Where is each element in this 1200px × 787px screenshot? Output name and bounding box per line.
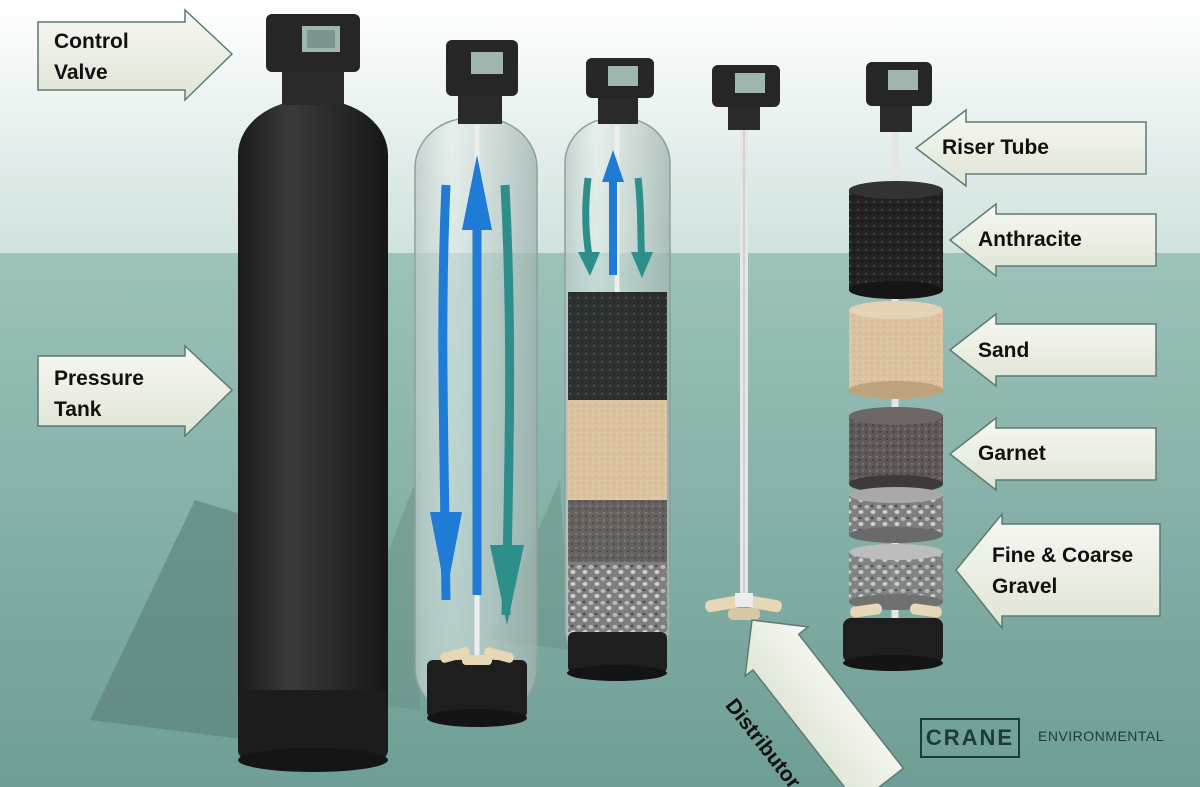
- callout-control-valve: [37, 8, 234, 102]
- label-anthracite: Anthracite: [978, 228, 1082, 251]
- label-riser-tube: Riser Tube: [942, 136, 1049, 159]
- exploded-media-stack: [843, 132, 943, 671]
- label-control-valve: Control Valve: [54, 30, 129, 84]
- brand-logo-subtitle: ENVIRONMENTAL: [1038, 728, 1165, 744]
- control-valve-head: [586, 58, 654, 124]
- riser-assembly: [705, 130, 782, 620]
- flow-arrow-head: [430, 512, 462, 595]
- pressure-tank: [238, 100, 388, 772]
- flow-arrow-head: [578, 252, 600, 276]
- callout-sand: [948, 312, 1157, 388]
- flow-arrow-head: [631, 252, 653, 278]
- callout-riser-tube: [914, 108, 1147, 188]
- flow-arrow-down: [634, 177, 646, 263]
- media-tank: [564, 117, 671, 681]
- callout-distributor: [744, 619, 905, 787]
- label-gravel: Fine & Coarse Gravel: [992, 544, 1134, 598]
- control-valve-head: [866, 62, 932, 132]
- flow-arrow-head: [490, 545, 524, 625]
- label-pressure-tank: Pressure Tank: [54, 367, 144, 421]
- flow-arrow-head: [462, 155, 492, 230]
- flow-arrow-down: [500, 184, 515, 616]
- label-sand: Sand: [978, 339, 1030, 362]
- control-valve-head: [712, 65, 780, 130]
- brand-logo: CRANE: [920, 718, 1020, 758]
- flow-arrow-head: [602, 150, 624, 182]
- callout-anthracite: [948, 202, 1157, 278]
- control-valve-head: [266, 14, 360, 105]
- control-valve-head: [446, 40, 518, 124]
- callout-garnet: [948, 416, 1157, 492]
- callout-gravel: [955, 511, 1161, 631]
- callout-pressure-tank: [37, 344, 234, 438]
- label-garnet: Garnet: [978, 442, 1046, 465]
- tank-shadow: [90, 500, 260, 740]
